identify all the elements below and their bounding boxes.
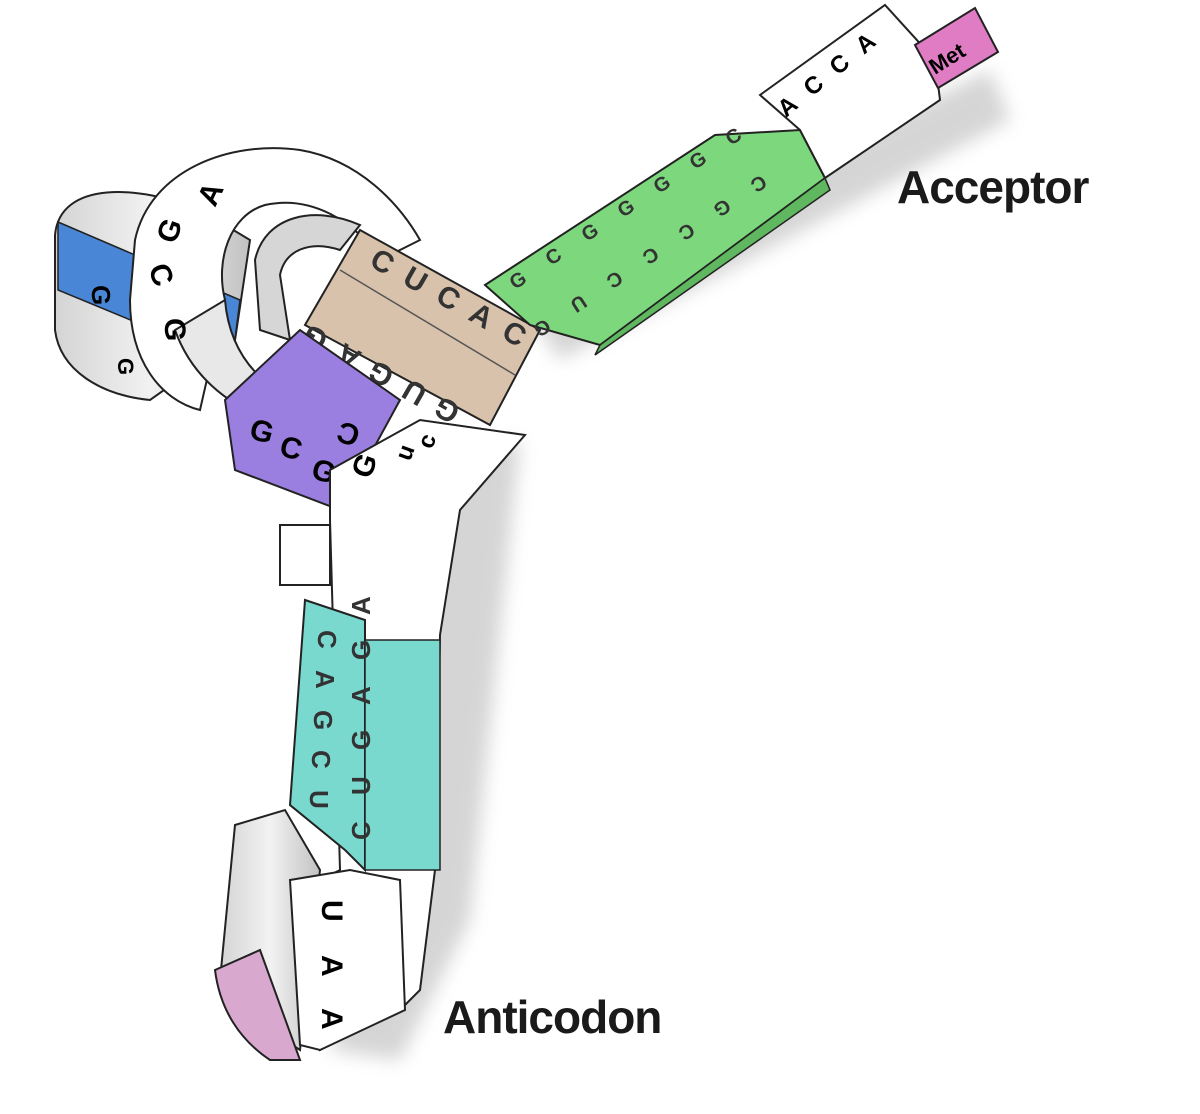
d-inner-loop	[253, 214, 362, 342]
anticodon-label: Anticodon	[443, 991, 662, 1043]
d-loop-back-letter-1: G	[86, 285, 116, 305]
anticodon-left-letter-3: G	[308, 710, 338, 730]
anticodon-right-letter-1: A	[346, 596, 376, 615]
anticodon-left-letter-2: A	[310, 670, 340, 689]
met-tag: Met	[913, 6, 1000, 90]
connector-box	[279, 524, 331, 586]
anticodon-right-letter-6: C	[346, 821, 376, 840]
acceptor-label: Acceptor	[897, 161, 1089, 213]
anticodon-stem-left-letters: C A G C U	[304, 630, 342, 809]
anticodon-left-letter-4: C	[306, 750, 336, 769]
anticodon-left-letter-1: C	[312, 630, 342, 649]
anticodon-right-letter-4: G	[346, 730, 376, 750]
anticodon-right-letter-2: G	[346, 640, 376, 660]
anticodon-left-letter-5: U	[304, 790, 334, 809]
anticodon-loop: U A A	[213, 808, 407, 1061]
d-loop-back-letter-2: G	[113, 358, 138, 375]
anticodon-letter-u: U	[315, 900, 348, 922]
d-loop-letter-g: G	[158, 318, 191, 341]
anticodon-right-letter-5: U	[346, 776, 376, 795]
acceptor-end: A C C A	[758, 3, 942, 180]
anticodon-letter-a1: A	[315, 955, 348, 977]
anticodon-letter-a2: A	[315, 1008, 348, 1030]
anticodon-right-letter-3: A	[346, 686, 376, 705]
anticodon-stem-right-letters: A G A G U C	[346, 596, 376, 840]
